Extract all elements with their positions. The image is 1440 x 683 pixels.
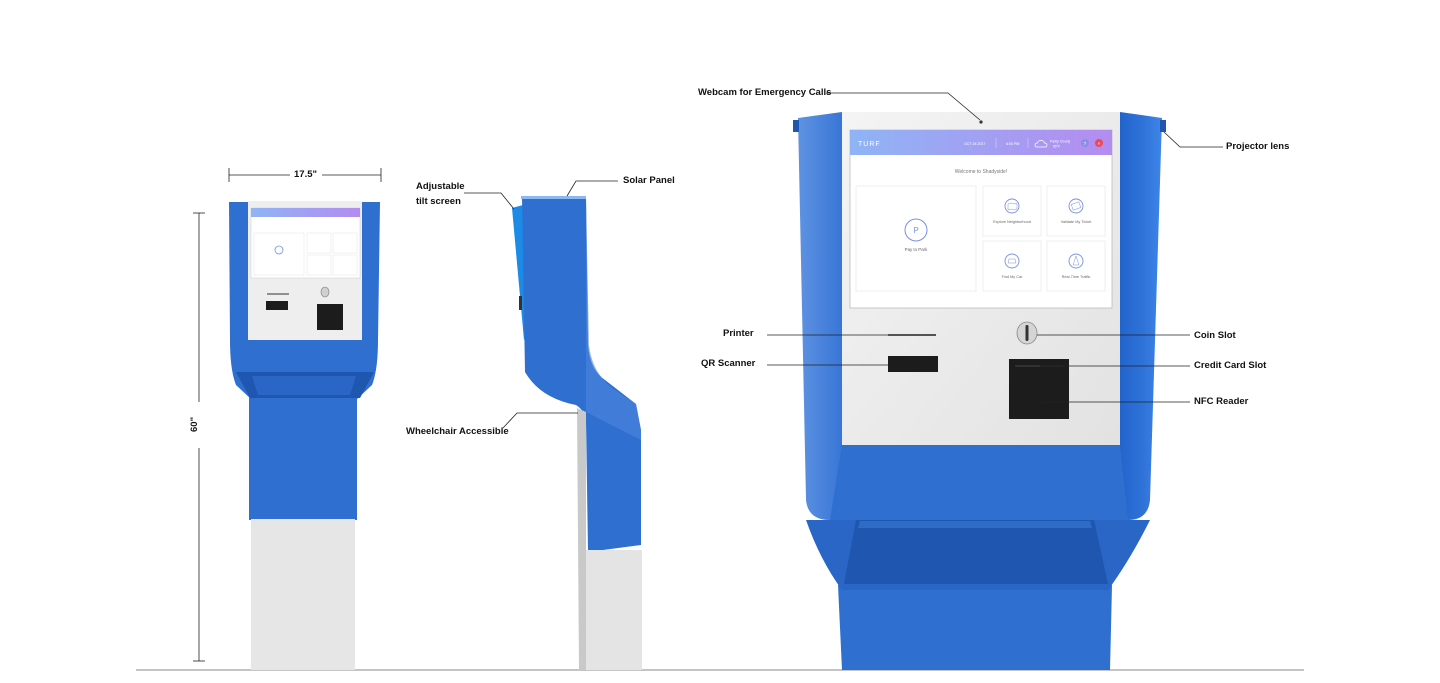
tile-label: Explore Neighborhood <box>993 220 1031 224</box>
side-solar-panel <box>521 196 586 199</box>
screen-close-button[interactable] <box>1095 139 1103 147</box>
map-icon <box>1004 198 1020 214</box>
tile-validate-my-ticket[interactable]: Validate My Ticket <box>1046 185 1106 237</box>
callout-webcam: Webcam for Emergency Calls <box>698 87 832 98</box>
kiosk-large-view: TURF OCT 28 2017 6:00 PM Partly Cloudy 6… <box>793 112 1166 670</box>
kiosk-front-view <box>229 201 380 670</box>
ticket-icon <box>1068 198 1084 214</box>
screen-weather-temp: 65°F <box>1053 145 1060 149</box>
traffic-cone-icon <box>1068 253 1084 269</box>
callout-nfc-reader: NFC Reader <box>1194 396 1249 407</box>
large-right-wing <box>1112 112 1162 520</box>
callout-printer: Printer <box>723 328 754 339</box>
screen-date: OCT 28 2017 <box>964 142 986 146</box>
front-pole-grey <box>251 519 355 670</box>
screen-help-button[interactable] <box>1081 139 1089 147</box>
parking-icon <box>904 218 928 242</box>
tile-pay-to-park[interactable]: P Pay to Park <box>855 185 977 292</box>
screen-header <box>850 130 1112 155</box>
callout-adjustable-tilt-screen: Adjustable tilt screen <box>416 181 465 207</box>
webcam-dot <box>979 120 983 124</box>
screen-logo: TURF <box>858 141 881 148</box>
close-icon: × <box>1098 141 1101 146</box>
front-qr-scanner <box>266 301 288 310</box>
screen-weather-label: Partly Cloudy <box>1050 140 1070 144</box>
tile-label: Find My Car <box>1002 275 1023 279</box>
car-icon <box>1004 253 1020 269</box>
side-body-blue <box>522 198 641 552</box>
callout-coin-slot: Coin Slot <box>1194 330 1236 341</box>
screen-time: 6:00 PM <box>1006 142 1019 146</box>
svg-text:P: P <box>913 226 918 235</box>
front-pole-blue <box>249 395 357 520</box>
tile-explore-neighborhood[interactable]: Explore Neighborhood <box>982 185 1042 237</box>
tile-label: Pay to Park <box>905 247 928 252</box>
svg-text:?: ? <box>1084 141 1087 146</box>
large-tray <box>844 520 1108 584</box>
leader-lines <box>464 92 1223 429</box>
callout-qr-scanner: QR Scanner <box>701 358 756 369</box>
side-pole-grey <box>586 550 642 670</box>
callout-credit-card-slot: Credit Card Slot <box>1194 360 1267 371</box>
width-dimension-label: 17.5" <box>294 169 317 180</box>
tile-label: Validate My Ticket <box>1061 220 1092 224</box>
callout-projector-lens: Projector lens <box>1226 141 1290 152</box>
tile-real-time-traffic[interactable]: Real-Time Traffic <box>1046 240 1106 292</box>
large-pedestal <box>838 585 1112 670</box>
callout-wheelchair-accessible: Wheelchair Accessible <box>406 426 509 437</box>
callout-solar-panel: Solar Panel <box>623 175 675 186</box>
screen-welcome: Welcome to Shadyside! <box>955 169 1007 175</box>
large-left-wing <box>798 112 852 520</box>
front-coin-slot <box>320 286 330 298</box>
height-dimension-label: 60" <box>189 416 200 432</box>
kiosk-side-view <box>512 196 642 670</box>
width-dimension <box>228 168 382 182</box>
front-card-reader <box>317 304 343 330</box>
height-dimension <box>193 212 205 662</box>
tile-label: Real-Time Traffic <box>1062 275 1091 279</box>
tile-find-my-car[interactable]: Find My Car <box>982 240 1042 292</box>
cloud-icon <box>1034 140 1048 148</box>
qr-scanner <box>888 356 938 372</box>
kiosk-screen: TURF OCT 28 2017 6:00 PM Partly Cloudy 6… <box>849 129 1113 309</box>
credit-card-slot <box>1009 359 1069 419</box>
